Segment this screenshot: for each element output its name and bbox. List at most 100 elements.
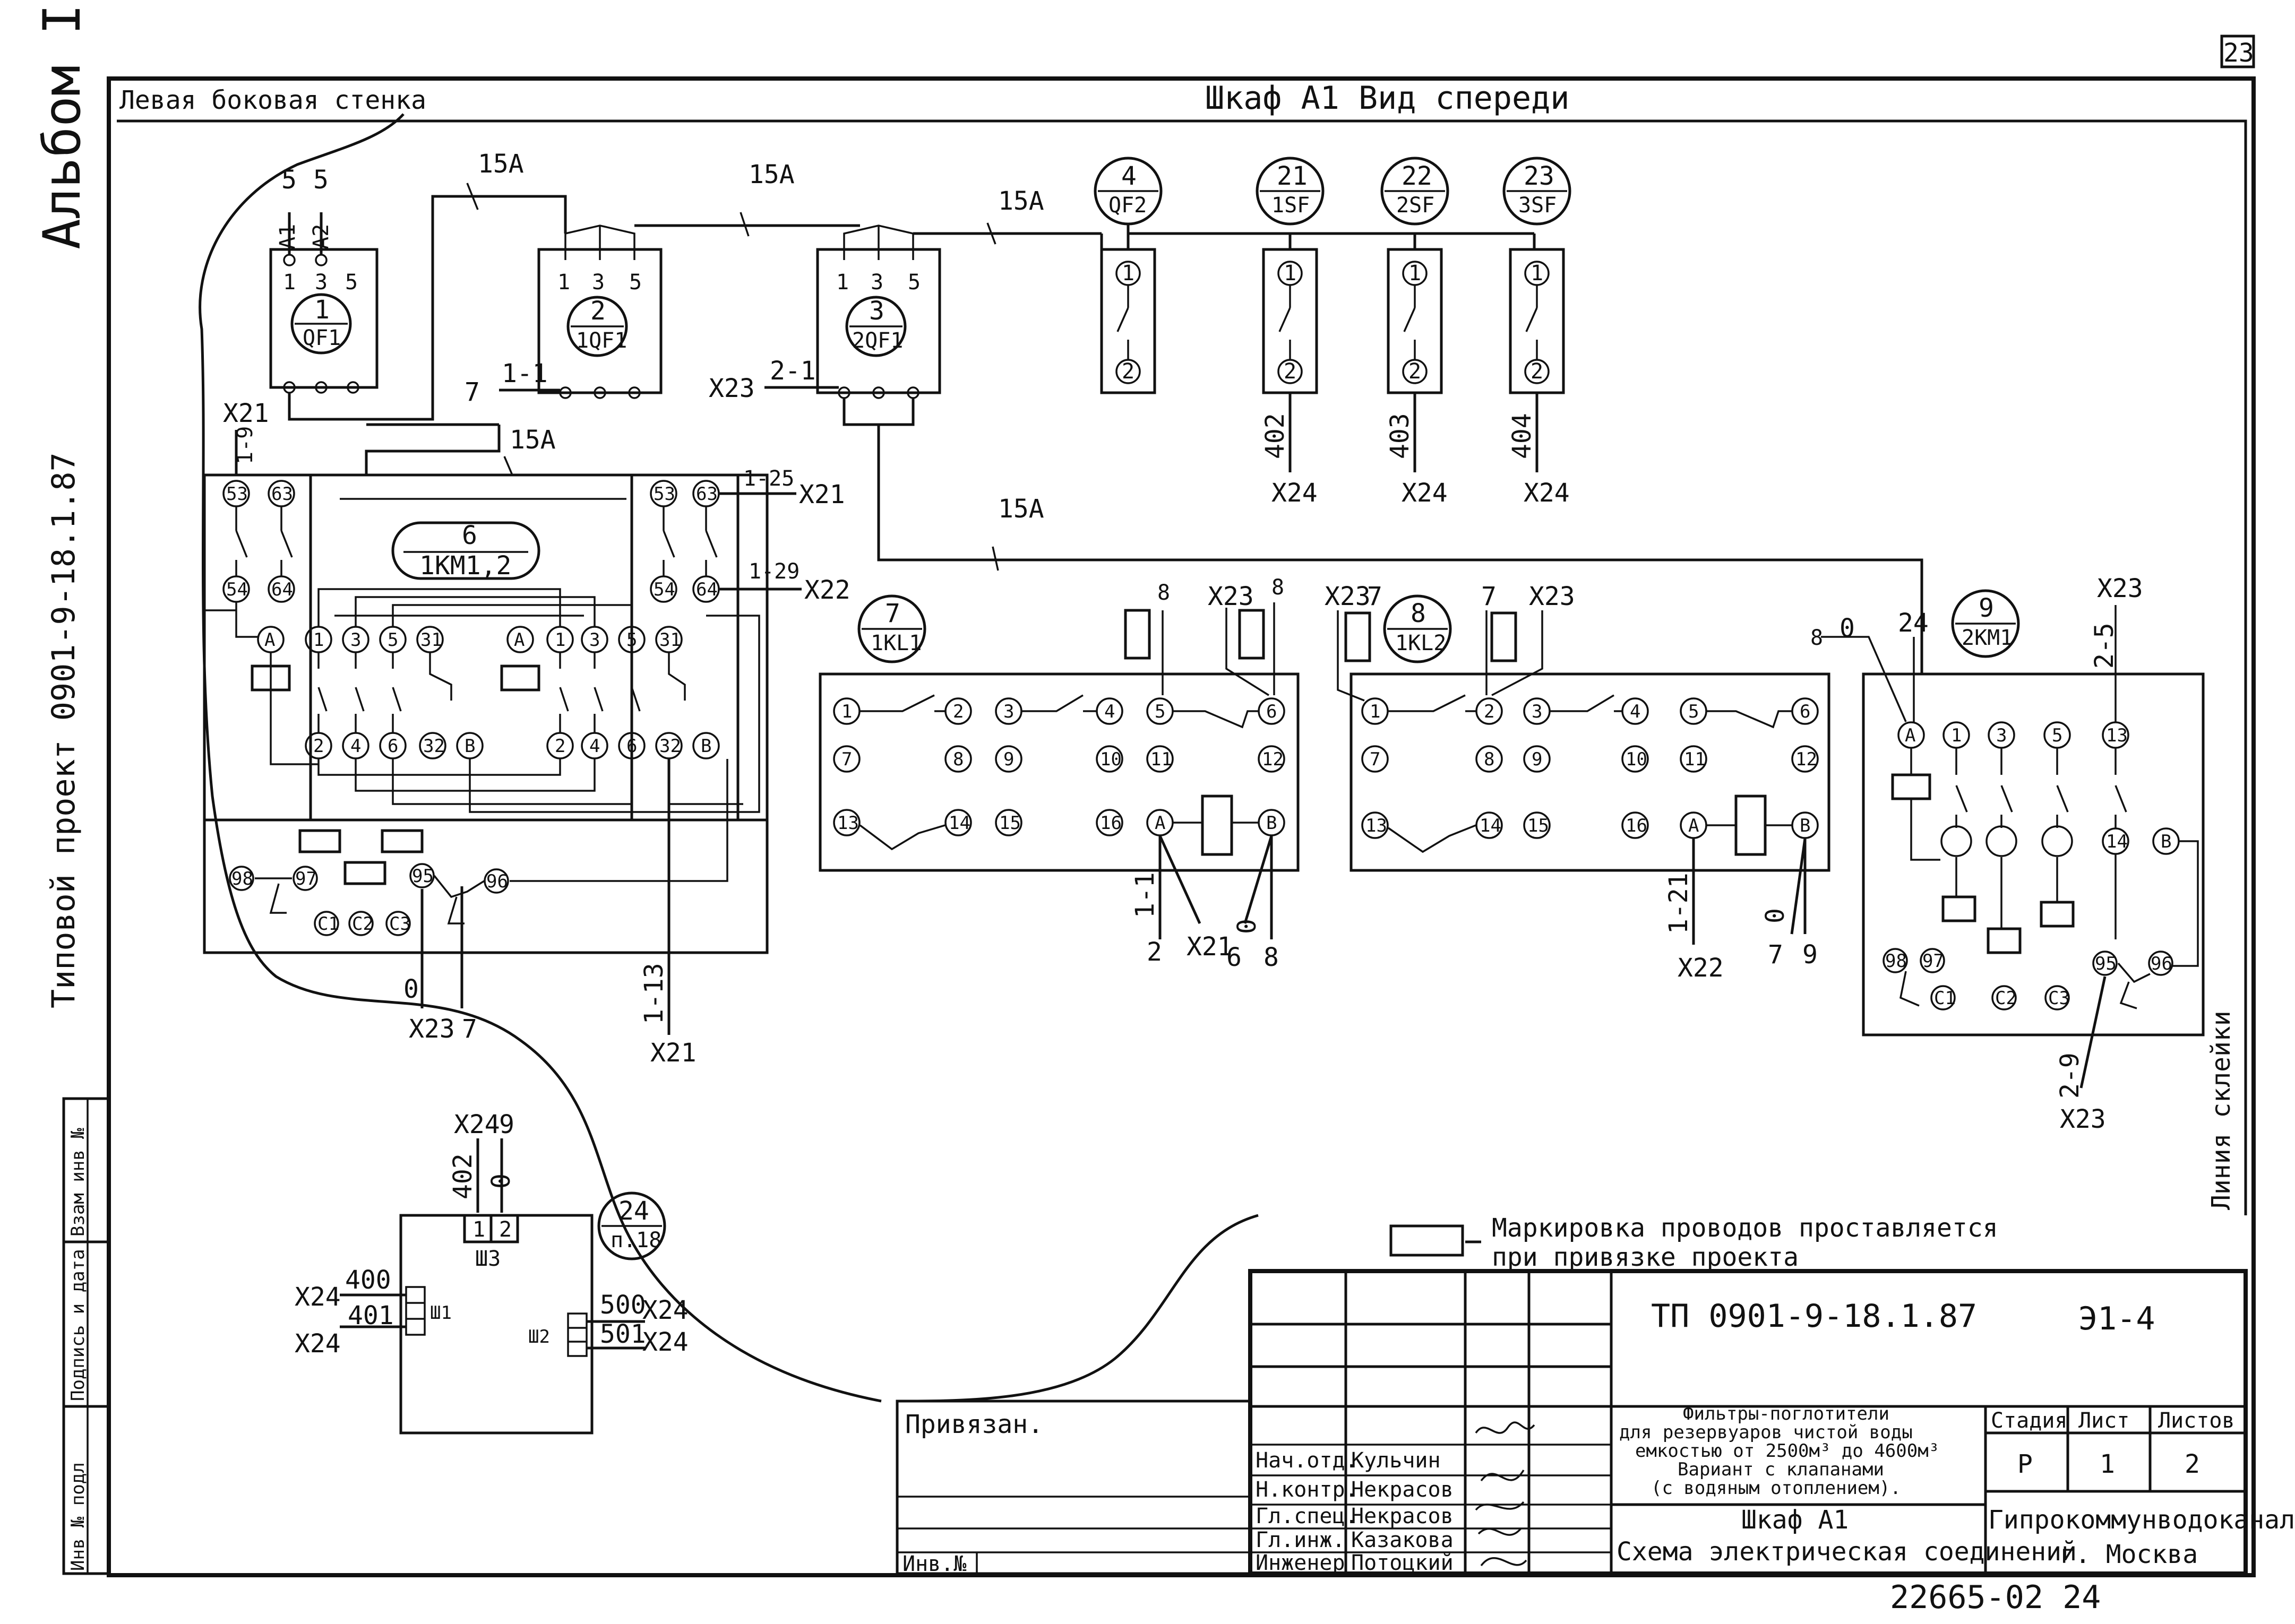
relay-1kl2: 8 1КL2 Х23 7 7 Х23 1 2 3 4 5 6 7 8 9 10 … [1325,582,1830,983]
kl1-r2-9: 9 [1003,749,1014,770]
right-curve [897,1214,1259,1403]
kl1-top-x23: Х23 [1208,582,1254,611]
km-label-1-25: 1-25 [743,467,794,491]
page-corner-number: 23 [2223,38,2254,68]
kl2-r2-11: 11 [1684,749,1706,770]
tb-inv: Инв.№ [902,1552,966,1576]
tb-name-0: Кульчин [1351,1448,1441,1473]
breaker-3sf: 23 3SF 1 2 404 Х24 [1502,157,1571,508]
2sf-pin2: 2 [1408,359,1421,384]
km-label-1-29: 1-29 [749,559,800,584]
note-line2: при привязке проекта [1492,1242,1799,1272]
kl1-bot-2: 2 [1147,937,1162,967]
pb-plug-pin1: 1 [472,1217,485,1242]
km-th-96: 96 [486,871,508,892]
kl2-r3-15: 15 [1527,815,1549,836]
kl1-bot-8: 8 [1263,943,1279,972]
kl1-top-8b: 8 [1271,575,1284,600]
tb-sheets-h: Листов [2158,1409,2235,1433]
tb-desc-1: для резервуаров чистой воды [1619,1422,1913,1443]
2sf-pin1: 1 [1408,261,1421,286]
2km1-th-98: 98 [1885,951,1907,972]
km-sl-64: 64 [271,579,293,600]
2km1-lbl-0: 0 [1840,614,1855,643]
title-block: Привязан. Инв.№ ТП 0901-9-18.1.87 Э1-4 Н… [896,1269,2295,1576]
km-bottom-pins: 2 4 6 32 В 2 4 6 32 В [305,732,720,759]
kl1-r2-11: 11 [1150,749,1172,770]
2km1-t-1: 1 [1951,725,1962,746]
tb-role-3: Гл.инж. [1256,1528,1345,1552]
2km1-lbl-2-9: 2-9 [2055,1052,2085,1099]
tb-desc-0: Фильтры-поглотители [1683,1403,1889,1424]
km-sl-63: 63 [271,483,293,505]
kl2-r1-6: 6 [1800,701,1810,722]
kl1-r1-2: 2 [953,701,964,722]
kl2-name: 1КL2 [1395,631,1446,655]
km-bot-7: 7 [462,1014,477,1044]
2sf-wire: 403 [1385,413,1415,459]
breaker-1qf1: 2 1QF1 1 3 5 7 1-1 [465,224,663,407]
kl1-r3-a: А [1155,813,1165,834]
km-th-c3: С3 [389,913,411,935]
kl1-r3-14: 14 [949,813,970,834]
tb-name-1: Некрасов [1351,1478,1454,1502]
tb-name-2: Некрасов [1351,1504,1454,1528]
tb-name-4: Потоцкий [1351,1551,1454,1575]
km-sr-64: 64 [696,579,718,600]
pb-plug-pin2: 2 [499,1217,512,1242]
km-th-c2: С2 [352,913,374,935]
1qf1-left2: 1-1 [502,359,548,388]
km-sl-54: 54 [226,579,248,600]
km-label-x22: Х22 [804,575,850,605]
2km1-th-c1: С1 [1934,988,1956,1009]
stamp-inv-podl: Инв № подл [67,1462,89,1571]
km-bot-1-13: 1-13 [639,963,669,1024]
kl2-r1-4: 4 [1630,701,1640,722]
breaker-1sf: 21 1SF 1 2 402 Х24 [1256,157,1325,508]
kl2-bot-7: 7 [1768,940,1783,970]
km-t-31: 31 [420,629,442,651]
tb-org: Гипрокоммунводоканал [1988,1505,2295,1535]
2sf-name: 2SF [1396,193,1434,218]
km-b-4b: 4 [589,736,600,757]
kl2-r1-5: 5 [1688,701,1699,722]
km-b-6: 6 [388,736,398,757]
qf1-pin1: 1 [283,270,296,295]
qf1-pin5: 5 [345,270,358,295]
km-label-x21-left: Х21 [223,399,269,428]
km-t-a1: А [264,629,275,651]
3sf-pin1: 1 [1531,261,1543,286]
kl2-bot-9: 9 [1802,940,1818,970]
kl1-r3-16: 16 [1100,813,1122,834]
breaker-2sf: 22 2SF 1 2 403 Х24 [1380,157,1449,508]
sheet-title: Шкаф А1 Вид спереди [1205,80,1569,117]
qf1-name: QF1 [303,326,341,350]
km-sl-53: 53 [226,483,248,505]
kl2-bot-x22: Х22 [1678,953,1724,983]
note-legend-box [1389,1224,1464,1257]
kl2-top-7a: 7 [1367,582,1382,611]
2sf-num: 22 [1402,161,1432,191]
qf1-top-5b: 5 [313,165,329,195]
2km1-lbl-24: 24 [1898,608,1929,638]
2qf1-name: 2QF1 [852,329,903,353]
tb-sheets: 2 [2185,1449,2200,1479]
3sf-pin2: 2 [1531,359,1543,384]
km-t-1: 1 [313,629,324,651]
kl1-r1-6: 6 [1266,701,1277,722]
km-sr-53: 53 [654,483,675,505]
qf1-top-a1: А1 [276,224,300,249]
glue-line-label: Линия склейки [2206,1010,2236,1210]
tb-role-0: Нач.отд. [1256,1448,1358,1473]
3sf-term: Х24 [1524,478,1570,508]
tb-desc-2: емкостью от 2500м³ до 4600м³ [1635,1440,1939,1462]
kl2-r2-9: 9 [1532,749,1542,770]
wire-15a-4: 15А [510,425,556,455]
plug-block-24: Х24 9 402 0 1 2 Ш3 24 п.18 Ш1 Х24 400 Х2… [295,1110,689,1435]
2km1-th-96: 96 [2151,953,2172,974]
kl2-r2-12: 12 [1795,749,1817,770]
kl2-r3-13: 13 [1365,815,1387,836]
tb-role-2: Гл.спец. [1256,1504,1358,1528]
tb-city: г. Москва [2060,1540,2198,1569]
km-b-bb: В [701,736,711,757]
